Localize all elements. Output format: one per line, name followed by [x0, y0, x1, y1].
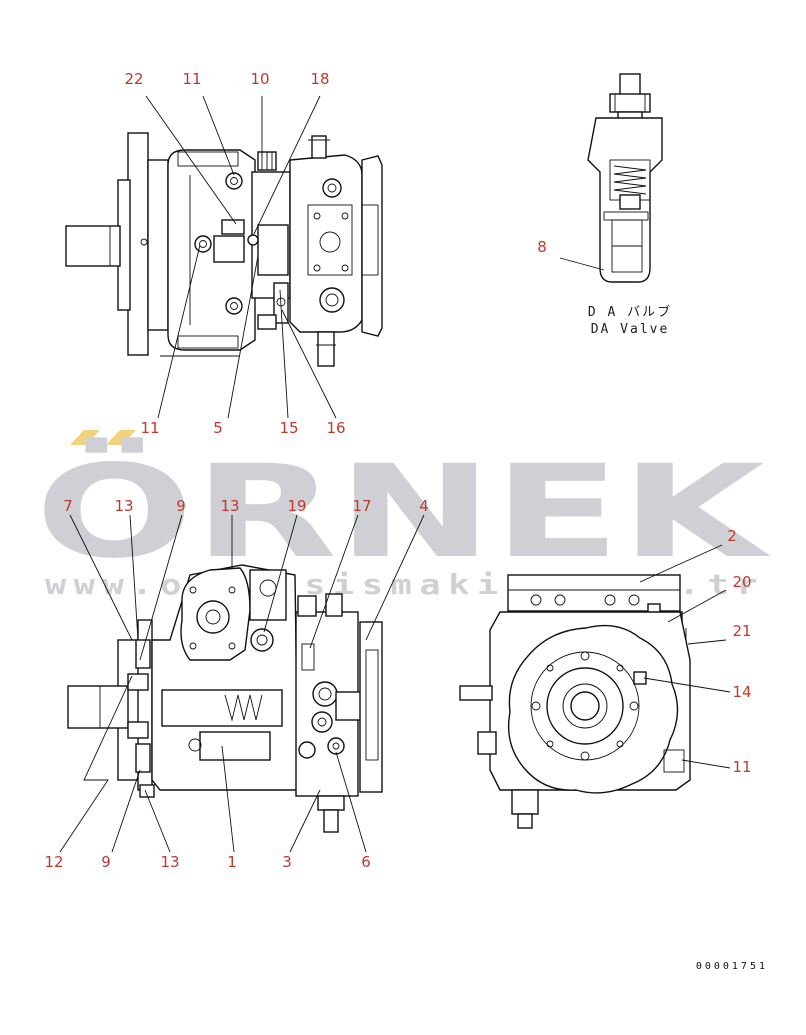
da-valve-detail: 8 D A バルブ DA Valve — [537, 73, 672, 337]
callout-17: 17 — [352, 497, 371, 515]
callout-15: 15 — [279, 419, 298, 437]
valve-spring — [613, 165, 647, 195]
shaft-bore — [570, 691, 600, 721]
callout-20: 20 — [732, 573, 751, 591]
bolt — [225, 297, 243, 315]
nameplate — [221, 219, 245, 235]
callout-11: 11 — [182, 70, 201, 88]
document-number: 00001751 — [696, 961, 768, 972]
callout-7: 7 — [63, 497, 73, 515]
callout-14: 14 — [732, 683, 751, 701]
callout-21: 21 — [732, 622, 751, 640]
pump-top-view: 22 11 10 18 11 5 15 16 — [65, 70, 383, 437]
bolt — [225, 172, 243, 190]
callout-3: 3 — [282, 853, 292, 871]
callout-6: 6 — [361, 853, 371, 871]
callout-2: 2 — [727, 527, 737, 545]
bolt — [194, 235, 212, 253]
shaft-seal — [135, 639, 151, 669]
pump-end-view: 2 20 21 14 11 — [459, 527, 752, 829]
input-shaft — [65, 225, 121, 267]
callout-4: 4 — [419, 497, 429, 515]
callout-18: 18 — [310, 70, 329, 88]
callout-10: 10 — [250, 70, 269, 88]
watermark-brand: ÖRNEK — [35, 437, 772, 587]
watermark: ÖRNEK www.orneksismakina.com.tr — [35, 430, 772, 601]
callout-16: 16 — [326, 419, 345, 437]
mounting-flange — [127, 132, 149, 356]
caption-japanese: D A バルブ — [588, 304, 672, 320]
callout-13: 13 — [160, 853, 179, 871]
watermark-accent-mark — [70, 430, 100, 445]
callout-9: 9 — [101, 853, 111, 871]
caption-english: DA Valve — [591, 322, 670, 337]
pump-side-section: 7 13 9 13 19 17 4 12 9 13 1 3 6 — [44, 497, 428, 871]
swash-plate-plug — [196, 600, 230, 634]
side-shaft — [67, 685, 129, 729]
callout-11: 11 — [732, 758, 751, 776]
callout-5: 5 — [213, 419, 223, 437]
callout-9: 9 — [176, 497, 186, 515]
callout-1: 1 — [227, 853, 237, 871]
callout-19: 19 — [287, 497, 306, 515]
callout-11: 11 — [140, 419, 159, 437]
callout-13: 13 — [220, 497, 239, 515]
watermark-accent-mark — [106, 430, 136, 445]
callout-22: 22 — [124, 70, 143, 88]
pressure-port — [312, 681, 338, 707]
callout-8: 8 — [537, 238, 547, 256]
cylinder-barrel — [161, 689, 283, 727]
callout-12: 12 — [44, 853, 63, 871]
callout-13: 13 — [114, 497, 133, 515]
